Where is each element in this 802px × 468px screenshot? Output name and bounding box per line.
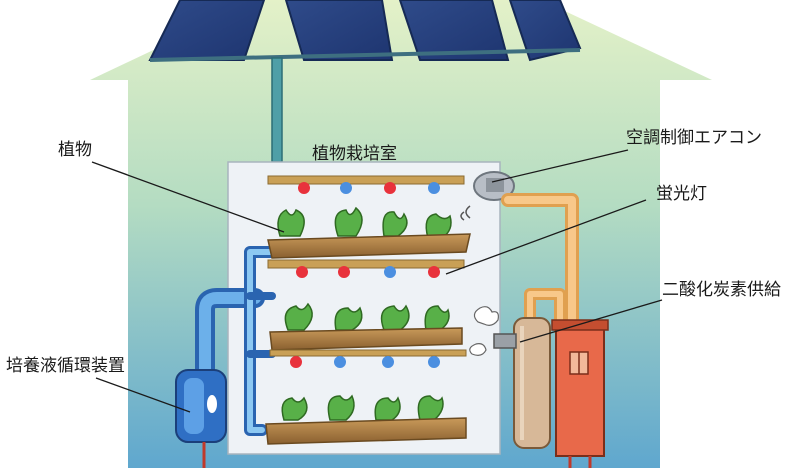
nutrient-pipe	[195, 246, 278, 436]
aircon-label: 空調制御エアコン	[626, 128, 762, 148]
light-bar-lower	[269, 349, 467, 357]
fluorescent-label: 蛍光灯	[656, 184, 707, 204]
co2-tank	[513, 317, 551, 449]
light-row-1	[298, 182, 440, 194]
light-bar-top	[267, 175, 465, 185]
plants-label: 植物	[58, 140, 92, 160]
leader-lines	[91, 149, 663, 413]
co2-cabinet	[551, 319, 609, 468]
plant-row-3	[281, 394, 444, 421]
shelf-1	[267, 233, 471, 259]
aircon-duct	[501, 193, 579, 336]
cultivation-room	[227, 161, 501, 455]
plant-row-2	[284, 302, 450, 331]
plant-row-1	[277, 206, 452, 239]
light-bar-middle	[267, 259, 465, 269]
co2-nozzle	[469, 306, 517, 356]
shelf-2	[269, 327, 463, 351]
room-title-label: 植物栽培室	[312, 144, 397, 164]
light-row-3	[290, 356, 440, 368]
solar-mast	[271, 57, 283, 163]
nutrient-circulator-label: 培養液循環装置	[6, 356, 125, 376]
co2-supply-label: 二酸化炭素供給	[662, 280, 781, 300]
light-row-2	[296, 266, 440, 278]
nutrient-circulation-device	[175, 369, 227, 468]
solar-panel-array	[148, 0, 582, 62]
shelf-3	[265, 417, 467, 445]
